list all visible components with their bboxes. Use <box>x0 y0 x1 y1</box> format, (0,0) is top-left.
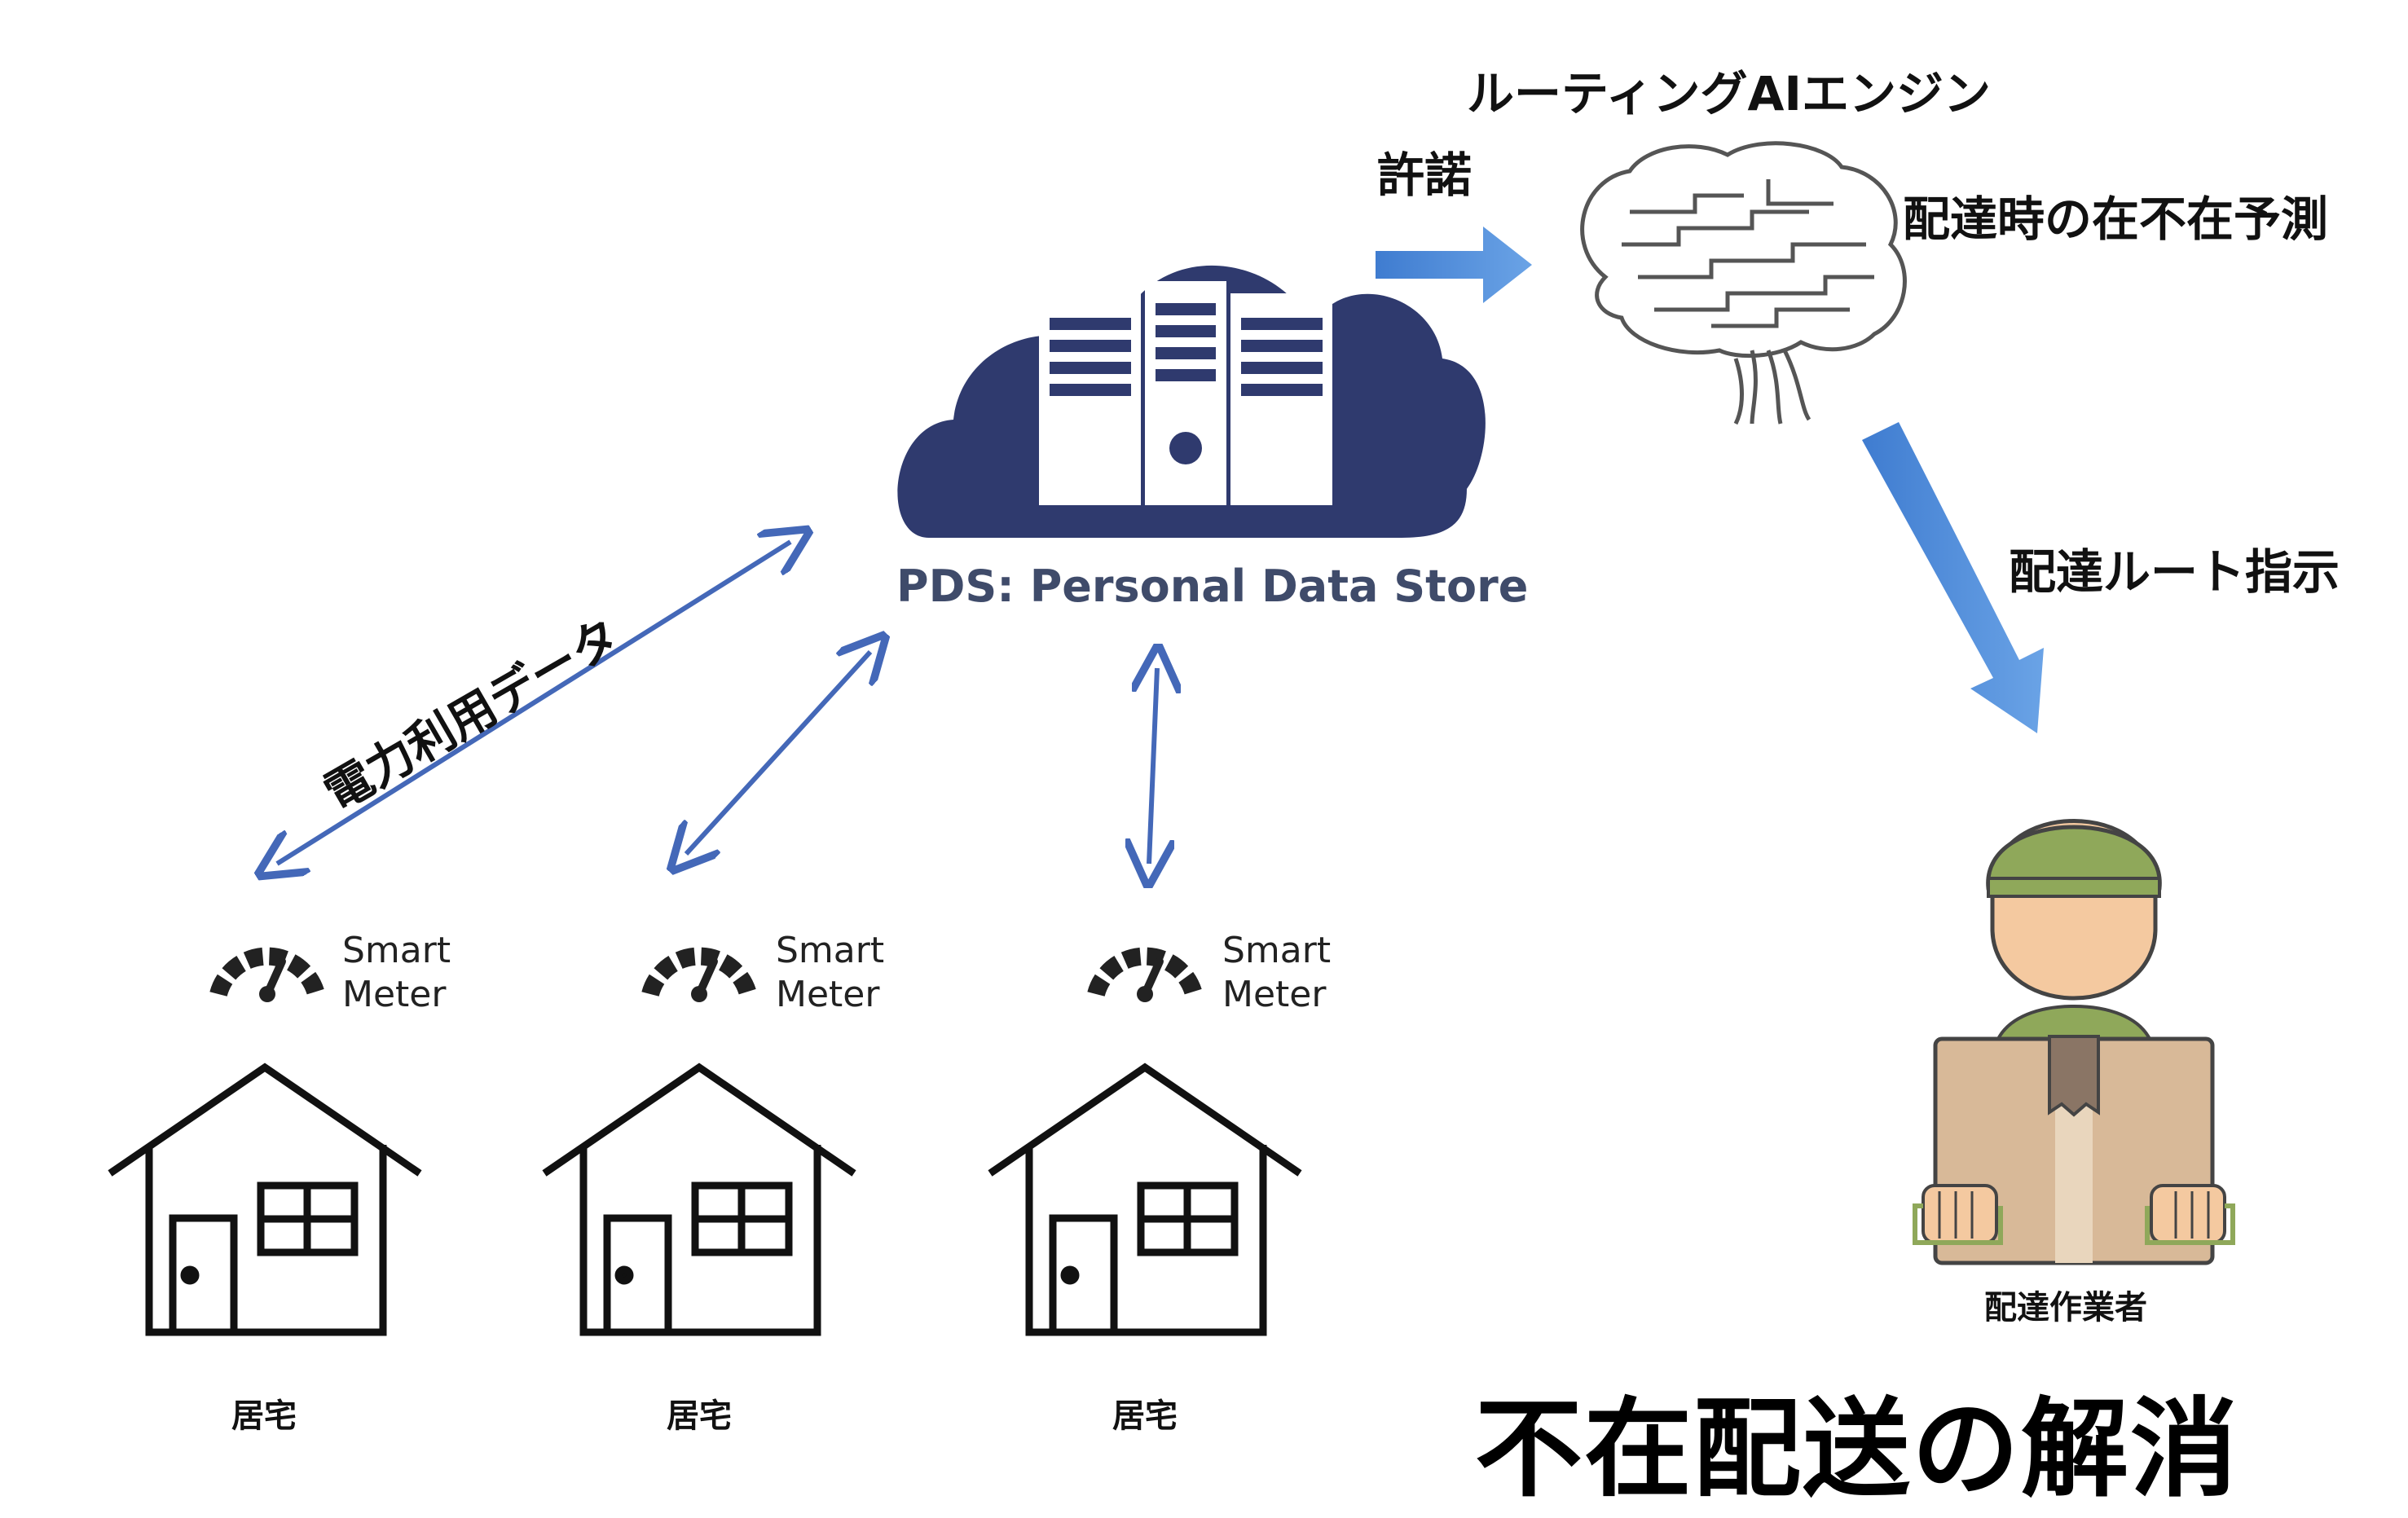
house-label-3: 居宅 <box>1112 1397 1178 1435</box>
smart-meter-label-2: Smart Meter <box>776 929 884 1017</box>
house-2-icon <box>542 1063 856 1336</box>
data-arrow-1-icon <box>277 542 790 864</box>
delivery-worker-label: 配達作業者 <box>1984 1289 2147 1327</box>
house-1-icon <box>108 1063 422 1336</box>
house-label-2: 居宅 <box>667 1397 732 1435</box>
headline: 不在配送の解消 <box>1475 1387 2239 1512</box>
smart-meter-label-3: Smart Meter <box>1222 929 1331 1017</box>
smart-meter-line2: Meter <box>776 974 880 1015</box>
server-center-icon <box>1145 281 1226 505</box>
pds-cloud-icon <box>897 265 1486 538</box>
routing-ai-engine-title: ルーティングAIエンジン <box>1467 66 1991 121</box>
consent-label: 許諾 <box>1377 147 1473 203</box>
route-arrow-icon <box>1862 422 2044 733</box>
data-arrow-2-icon <box>686 652 870 854</box>
smart-meter-label-1: Smart Meter <box>342 929 451 1017</box>
meter-gauge-1-icon <box>209 947 325 1002</box>
house-3-icon <box>988 1063 1302 1336</box>
server-left-icon <box>1039 293 1141 505</box>
presence-prediction-label: 配達時の在不在予測 <box>1903 191 2329 247</box>
smart-meter-line2: Meter <box>1222 974 1327 1015</box>
smart-meter-line1: Smart <box>1222 930 1332 971</box>
meter-gauge-2-icon <box>641 947 757 1002</box>
server-right-icon <box>1230 293 1332 505</box>
smart-meter-line2: Meter <box>342 974 447 1015</box>
smart-meter-line1: Smart <box>776 930 885 971</box>
delivery-worker-icon <box>1913 819 2235 1265</box>
smart-meter-line1: Smart <box>342 930 451 971</box>
route-instruction-label: 配達ルート指示 <box>2009 544 2340 600</box>
consent-arrow-icon <box>1376 227 1532 303</box>
brain-icon <box>1580 141 1907 425</box>
meter-gauge-3-icon <box>1087 947 1203 1002</box>
house-label-1: 居宅 <box>231 1397 297 1435</box>
data-arrow-3-icon <box>1149 668 1157 864</box>
pds-label: PDS: Personal Data Store <box>896 561 1529 612</box>
